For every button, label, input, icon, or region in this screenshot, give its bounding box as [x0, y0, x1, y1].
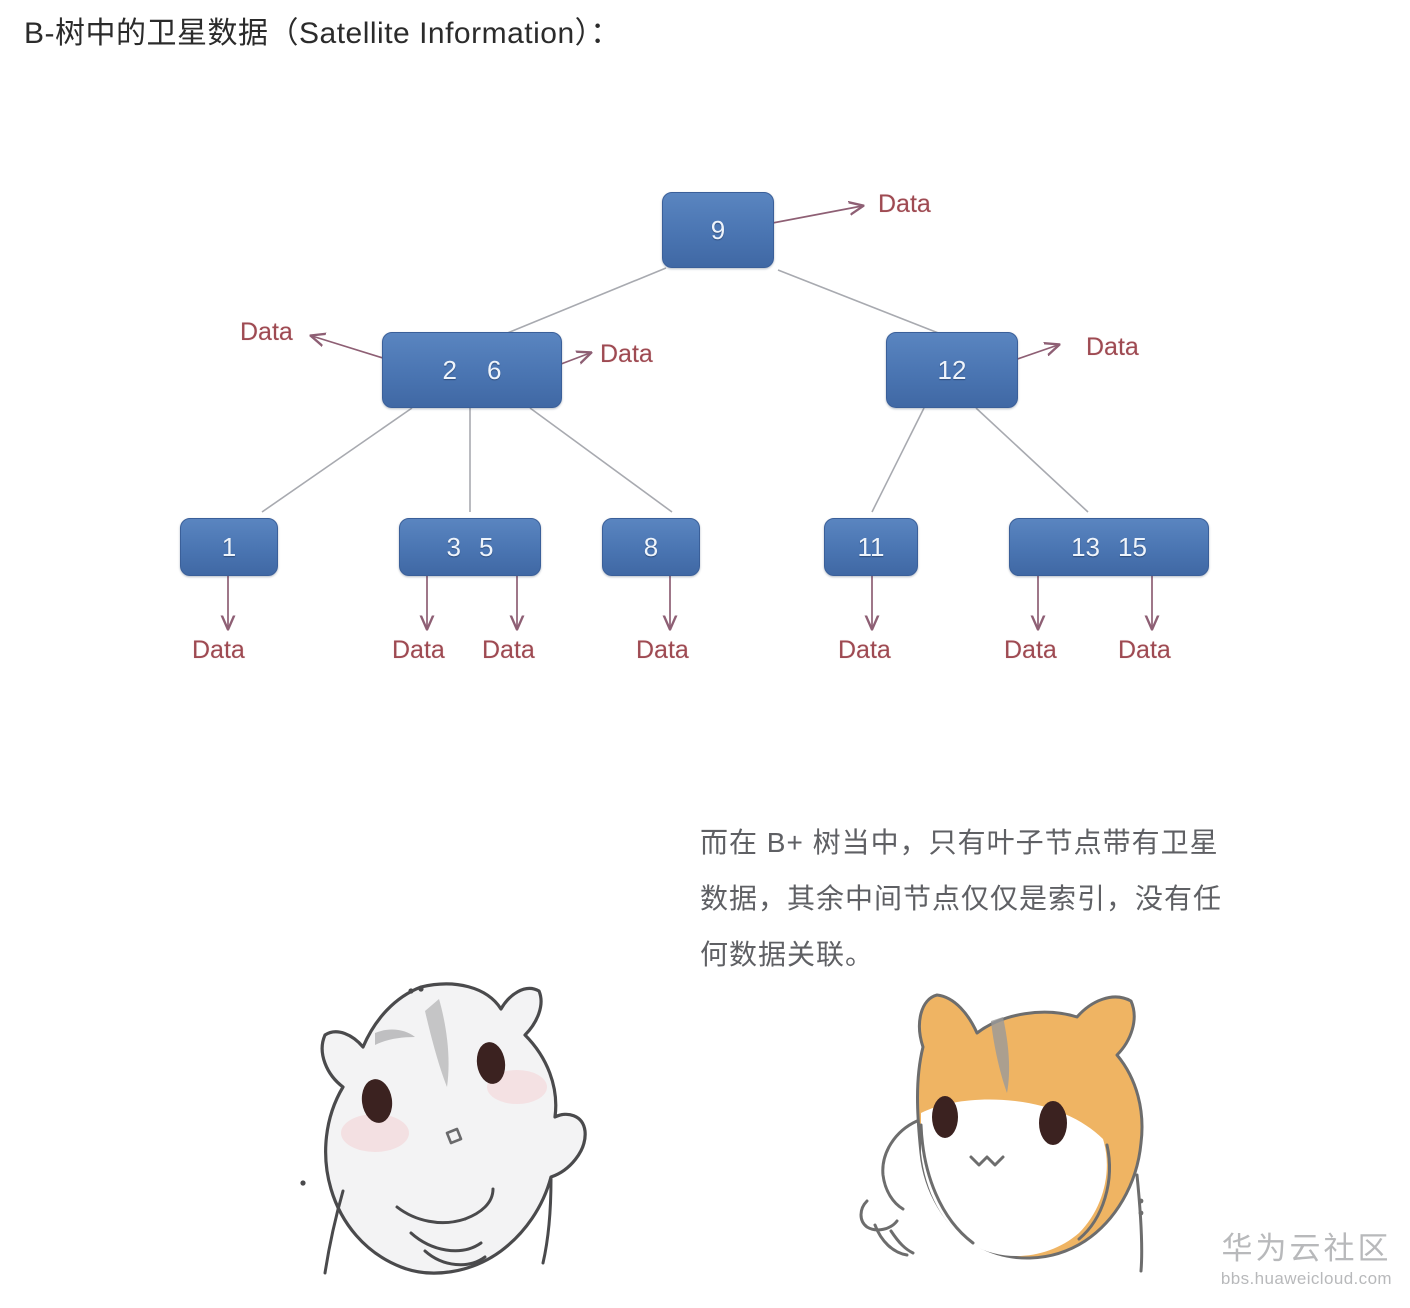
node-key: 9: [710, 215, 726, 245]
tree-node-leaf-1[interactable]: 1: [180, 518, 278, 576]
data-label-leaf-5: Data: [482, 636, 535, 664]
b-tree-diagram: 9 Data 2 6 Data Data 12 Data 1 3 5 8 11 …: [0, 150, 1410, 720]
tree-node-branch-a[interactable]: 2 6: [382, 332, 562, 408]
tree-node-root[interactable]: 9: [662, 192, 774, 268]
tree-node-leaf-3-5[interactable]: 3 5: [399, 518, 541, 576]
node-key: 3: [446, 532, 461, 562]
node-key: 5: [479, 532, 494, 562]
tree-node-leaf-8[interactable]: 8: [602, 518, 700, 576]
watermark-url: bbs.huaweicloud.com: [1220, 1269, 1392, 1288]
note-paragraph: 而在 B+ 树当中，只有叶子节点带有卫星数据，其余中间节点仅仅是索引，没有任何数…: [700, 827, 1223, 970]
tree-node-branch-b[interactable]: 12: [886, 332, 1018, 408]
data-label-leaf-3: Data: [392, 636, 445, 664]
watermark: 华为云社区 bbs.huaweicloud.com: [1221, 1230, 1392, 1290]
node-key: 1: [221, 532, 237, 562]
data-label-leaf-1: Data: [192, 636, 245, 664]
node-key: 8: [643, 532, 659, 562]
data-label-branch-a-left: Data: [240, 318, 293, 346]
watermark-brand: 华为云社区: [1221, 1231, 1392, 1266]
node-key: 15: [1118, 532, 1147, 562]
tree-node-leaf-13-15[interactable]: 13 15: [1009, 518, 1209, 576]
data-label-branch-a-right: Data: [600, 340, 653, 368]
page-title: B-树中的卫星数据（Satellite Information）：: [24, 17, 621, 50]
white-hamster-illustration: [300, 982, 587, 1275]
node-key: 2: [442, 355, 457, 385]
node-key: 11: [857, 532, 885, 562]
data-label-root-right: Data: [878, 190, 931, 218]
orange-hamster-illustration: [859, 993, 1144, 1273]
data-label-leaf-13: Data: [1004, 636, 1057, 664]
node-key: 13: [1071, 532, 1100, 562]
data-label-leaf-11: Data: [838, 636, 891, 664]
tree-node-leaf-11[interactable]: 11: [824, 518, 918, 576]
data-label-branch-b-right: Data: [1086, 333, 1139, 361]
data-label-leaf-15: Data: [1118, 636, 1171, 664]
data-label-leaf-8: Data: [636, 636, 689, 664]
node-key: 6: [487, 355, 502, 385]
node-key: 12: [937, 355, 967, 385]
